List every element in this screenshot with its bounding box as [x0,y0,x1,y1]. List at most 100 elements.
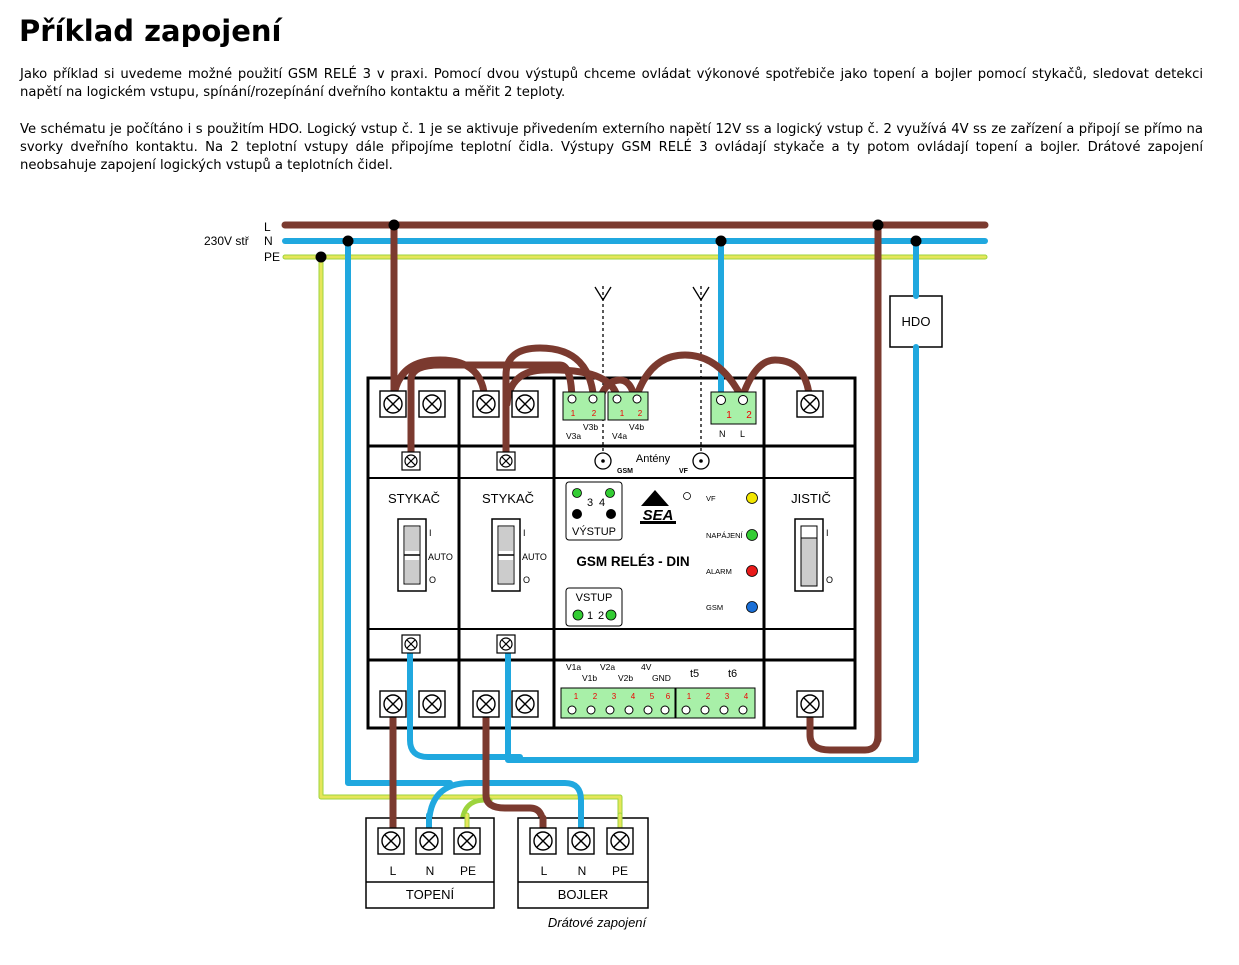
antenna-gsm-icon [594,286,612,460]
breaker-terminal-bottom [796,690,824,718]
svg-text:NAPÁJENÍ: NAPÁJENÍ [706,531,744,540]
svg-text:6: 6 [666,692,671,701]
svg-text:2: 2 [638,409,643,418]
svg-text:VF: VF [706,494,716,503]
svg-text:I: I [826,528,829,538]
svg-text:3: 3 [612,692,617,701]
contactor2-coil-terminal-bottom [496,634,516,654]
hdo-label: HDO [902,314,931,329]
intro-paragraph: Jako příklad si uvedeme možné použití GS… [20,67,1203,101]
contactor1-terminal-bottom-1 [379,690,407,718]
svg-text:VSTUP: VSTUP [576,592,613,604]
contactor1-switch[interactable] [397,518,427,592]
svg-text:V3b: V3b [583,422,598,432]
svg-text:4: 4 [744,692,749,701]
svg-text:2: 2 [706,692,711,701]
contactor1-coil-terminal-bottom [401,634,421,654]
svg-text:L: L [390,864,397,878]
device-name: GSM RELÉ3 - DIN [576,554,689,569]
svg-text:Antény: Antény [636,453,671,465]
svg-text:AUTO: AUTO [428,552,453,562]
terminal-block-v3: 1 2 [562,391,606,421]
svg-text:O: O [826,575,833,585]
hdo-box [889,295,943,348]
contactor1-terminal-top-1 [379,390,407,418]
terminal-block-v4: 1 2 [607,391,649,421]
sea-logo: SEA [640,490,691,524]
heating-terminal-l [377,827,405,855]
svg-text:2: 2 [746,410,752,421]
svg-text:V4b: V4b [629,422,644,432]
contactor2-terminal-top-1 [472,390,500,418]
output-indicator-box: 3 4 VÝSTUP [565,481,623,541]
svg-text:AUTO: AUTO [522,552,547,562]
contactor2-terminal-top-2 [511,390,539,418]
svg-text:4: 4 [599,497,605,509]
supply-l-label: L [264,220,271,234]
din-rail-assembly [366,376,857,730]
supply-pe-label: PE [264,250,280,264]
svg-text:4: 4 [631,692,636,701]
svg-text:N: N [719,429,726,439]
breaker-terminal-top [796,390,824,418]
svg-text:PE: PE [612,864,628,878]
svg-text:V1a: V1a [566,662,581,672]
svg-text:ALARM: ALARM [706,567,732,576]
breaker-switch[interactable] [794,518,824,592]
page-title: Příklad zapojení [19,14,282,48]
svg-text:V4a: V4a [612,431,627,441]
svg-text:1: 1 [571,409,576,418]
breaker-label: JISTIČ [791,491,831,506]
svg-text:V2b: V2b [618,673,633,683]
svg-text:N: N [578,864,587,878]
led-power [746,529,758,541]
svg-text:VF: VF [679,468,689,475]
antenna-vf-icon [692,286,710,460]
svg-text:O: O [429,575,436,585]
contactor1-label: STYKAČ [388,491,440,506]
svg-text:5: 5 [650,692,655,701]
svg-text:PE: PE [460,864,476,878]
boiler-terminal-n [567,827,595,855]
svg-text:t5: t5 [690,668,699,680]
contactor2-coil-terminal-top [496,451,516,471]
svg-text:V2a: V2a [600,662,615,672]
contactor2-terminal-bottom-2 [511,690,539,718]
contactor2-terminal-bottom-1 [472,690,500,718]
svg-text:I: I [429,528,432,538]
svg-text:2: 2 [593,692,598,701]
svg-text:SEA: SEA [643,507,674,524]
pe-wires [282,254,988,829]
terminal-block-inputs: 1 2 3 4 5 6 [560,687,676,719]
contactor2-label: STYKAČ [482,491,534,506]
svg-text:GSM: GSM [617,468,633,475]
svg-text:GND: GND [652,673,671,683]
svg-text:3: 3 [587,497,593,509]
contactor2-switch[interactable] [491,518,521,592]
boiler-terminal-pe [606,827,634,855]
svg-text:1: 1 [726,410,732,421]
svg-text:V1b: V1b [582,673,597,683]
svg-text:I: I [523,528,526,538]
supply-voltage-label: 230V stř [204,234,250,248]
svg-text:V3a: V3a [566,431,581,441]
contactor1-terminal-top-2 [418,390,446,418]
terminal-block-power: 1 2 [710,391,757,425]
input-indicator-box: VSTUP 1 2 [565,587,623,627]
terminal-block-temperature: 1 2 3 4 [675,687,756,719]
diagram-caption: Drátové zapojení [548,915,648,930]
boiler-terminal-l [529,827,557,855]
svg-text:2: 2 [598,610,604,622]
svg-text:1: 1 [574,692,579,701]
svg-text:GSM: GSM [706,603,723,612]
contactor1-terminal-bottom-2 [418,690,446,718]
hdo-paragraph: Ve schématu je počítáno i s použitím HDO… [20,122,1203,174]
svg-text:4V: 4V [641,662,652,672]
boiler-label: BOJLER [558,887,609,902]
svg-text:3: 3 [725,692,730,701]
svg-text:O: O [523,575,530,585]
led-alarm [746,565,758,577]
svg-text:N: N [426,864,435,878]
led-vf [746,492,758,504]
